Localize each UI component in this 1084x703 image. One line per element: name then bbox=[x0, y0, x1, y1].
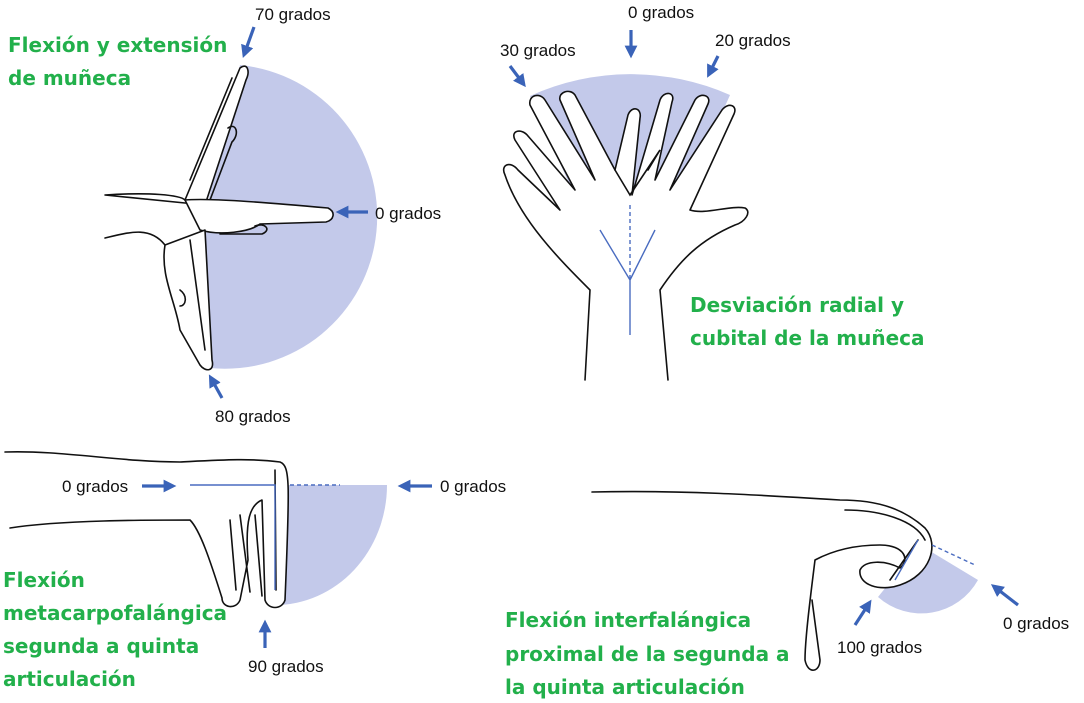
panel-title-line: articulación bbox=[3, 667, 136, 691]
arrow-20 bbox=[707, 55, 720, 78]
angle-label-70: 70 grados bbox=[255, 5, 331, 24]
panel-title-line: proximal de la segunda a bbox=[505, 642, 790, 666]
hand-flexed-down bbox=[163, 229, 214, 371]
hand-extended-up bbox=[104, 65, 249, 206]
panel-title-line: Flexión y extensión bbox=[8, 33, 227, 57]
panel-title-line: Desviación radial y bbox=[690, 293, 904, 317]
angle-label-80: 80 grados bbox=[215, 407, 291, 426]
angle-label-0-left: 0 grados bbox=[62, 477, 128, 496]
arrow-100 bbox=[853, 599, 872, 626]
panel-wrist-flexion-extension: 70 grados 0 grados 80 grados Flexión y e… bbox=[8, 5, 441, 426]
panel-title-line: la quinta articulación bbox=[505, 675, 745, 699]
arrow-70 bbox=[241, 26, 256, 59]
hand-neutral bbox=[184, 198, 334, 234]
angle-label-0: 0 grados bbox=[1003, 614, 1069, 633]
panel-pip-flexion: 100 grados 0 grados Flexión interfalángi… bbox=[505, 490, 1069, 699]
angle-label-20: 20 grados bbox=[715, 31, 791, 50]
angle-label-90: 90 grados bbox=[248, 657, 324, 676]
arrow-0 bbox=[990, 584, 1019, 607]
hand-outline bbox=[4, 450, 290, 609]
panel-title-line: Flexión interfalángica bbox=[505, 608, 751, 632]
hand-outline bbox=[502, 90, 749, 381]
panel-title-line: cubital de la muñeca bbox=[690, 326, 925, 350]
panel-title-line: de muñeca bbox=[8, 66, 131, 90]
range-sector bbox=[878, 545, 978, 614]
range-sector bbox=[275, 485, 387, 605]
arrow-80 bbox=[208, 374, 224, 399]
arrow-30 bbox=[508, 65, 526, 88]
angle-label-0: 0 grados bbox=[375, 204, 441, 223]
panel-title-line: Flexión bbox=[3, 568, 85, 592]
angle-label-100: 100 grados bbox=[837, 638, 922, 657]
angle-label-0-right: 0 grados bbox=[440, 477, 506, 496]
angle-label-0: 0 grados bbox=[628, 3, 694, 22]
panel-title-line: metacarpofalángica bbox=[3, 601, 227, 625]
panel-title-line: segunda a quinta bbox=[3, 634, 199, 658]
hand-outline bbox=[591, 490, 933, 671]
angle-label-30: 30 grados bbox=[500, 41, 576, 60]
panel-mcp-flexion: 0 grados 0 grados 90 grados Flexión meta… bbox=[3, 450, 506, 691]
panel-wrist-deviation: 0 grados 30 grados 20 grados Desviación … bbox=[500, 3, 925, 381]
